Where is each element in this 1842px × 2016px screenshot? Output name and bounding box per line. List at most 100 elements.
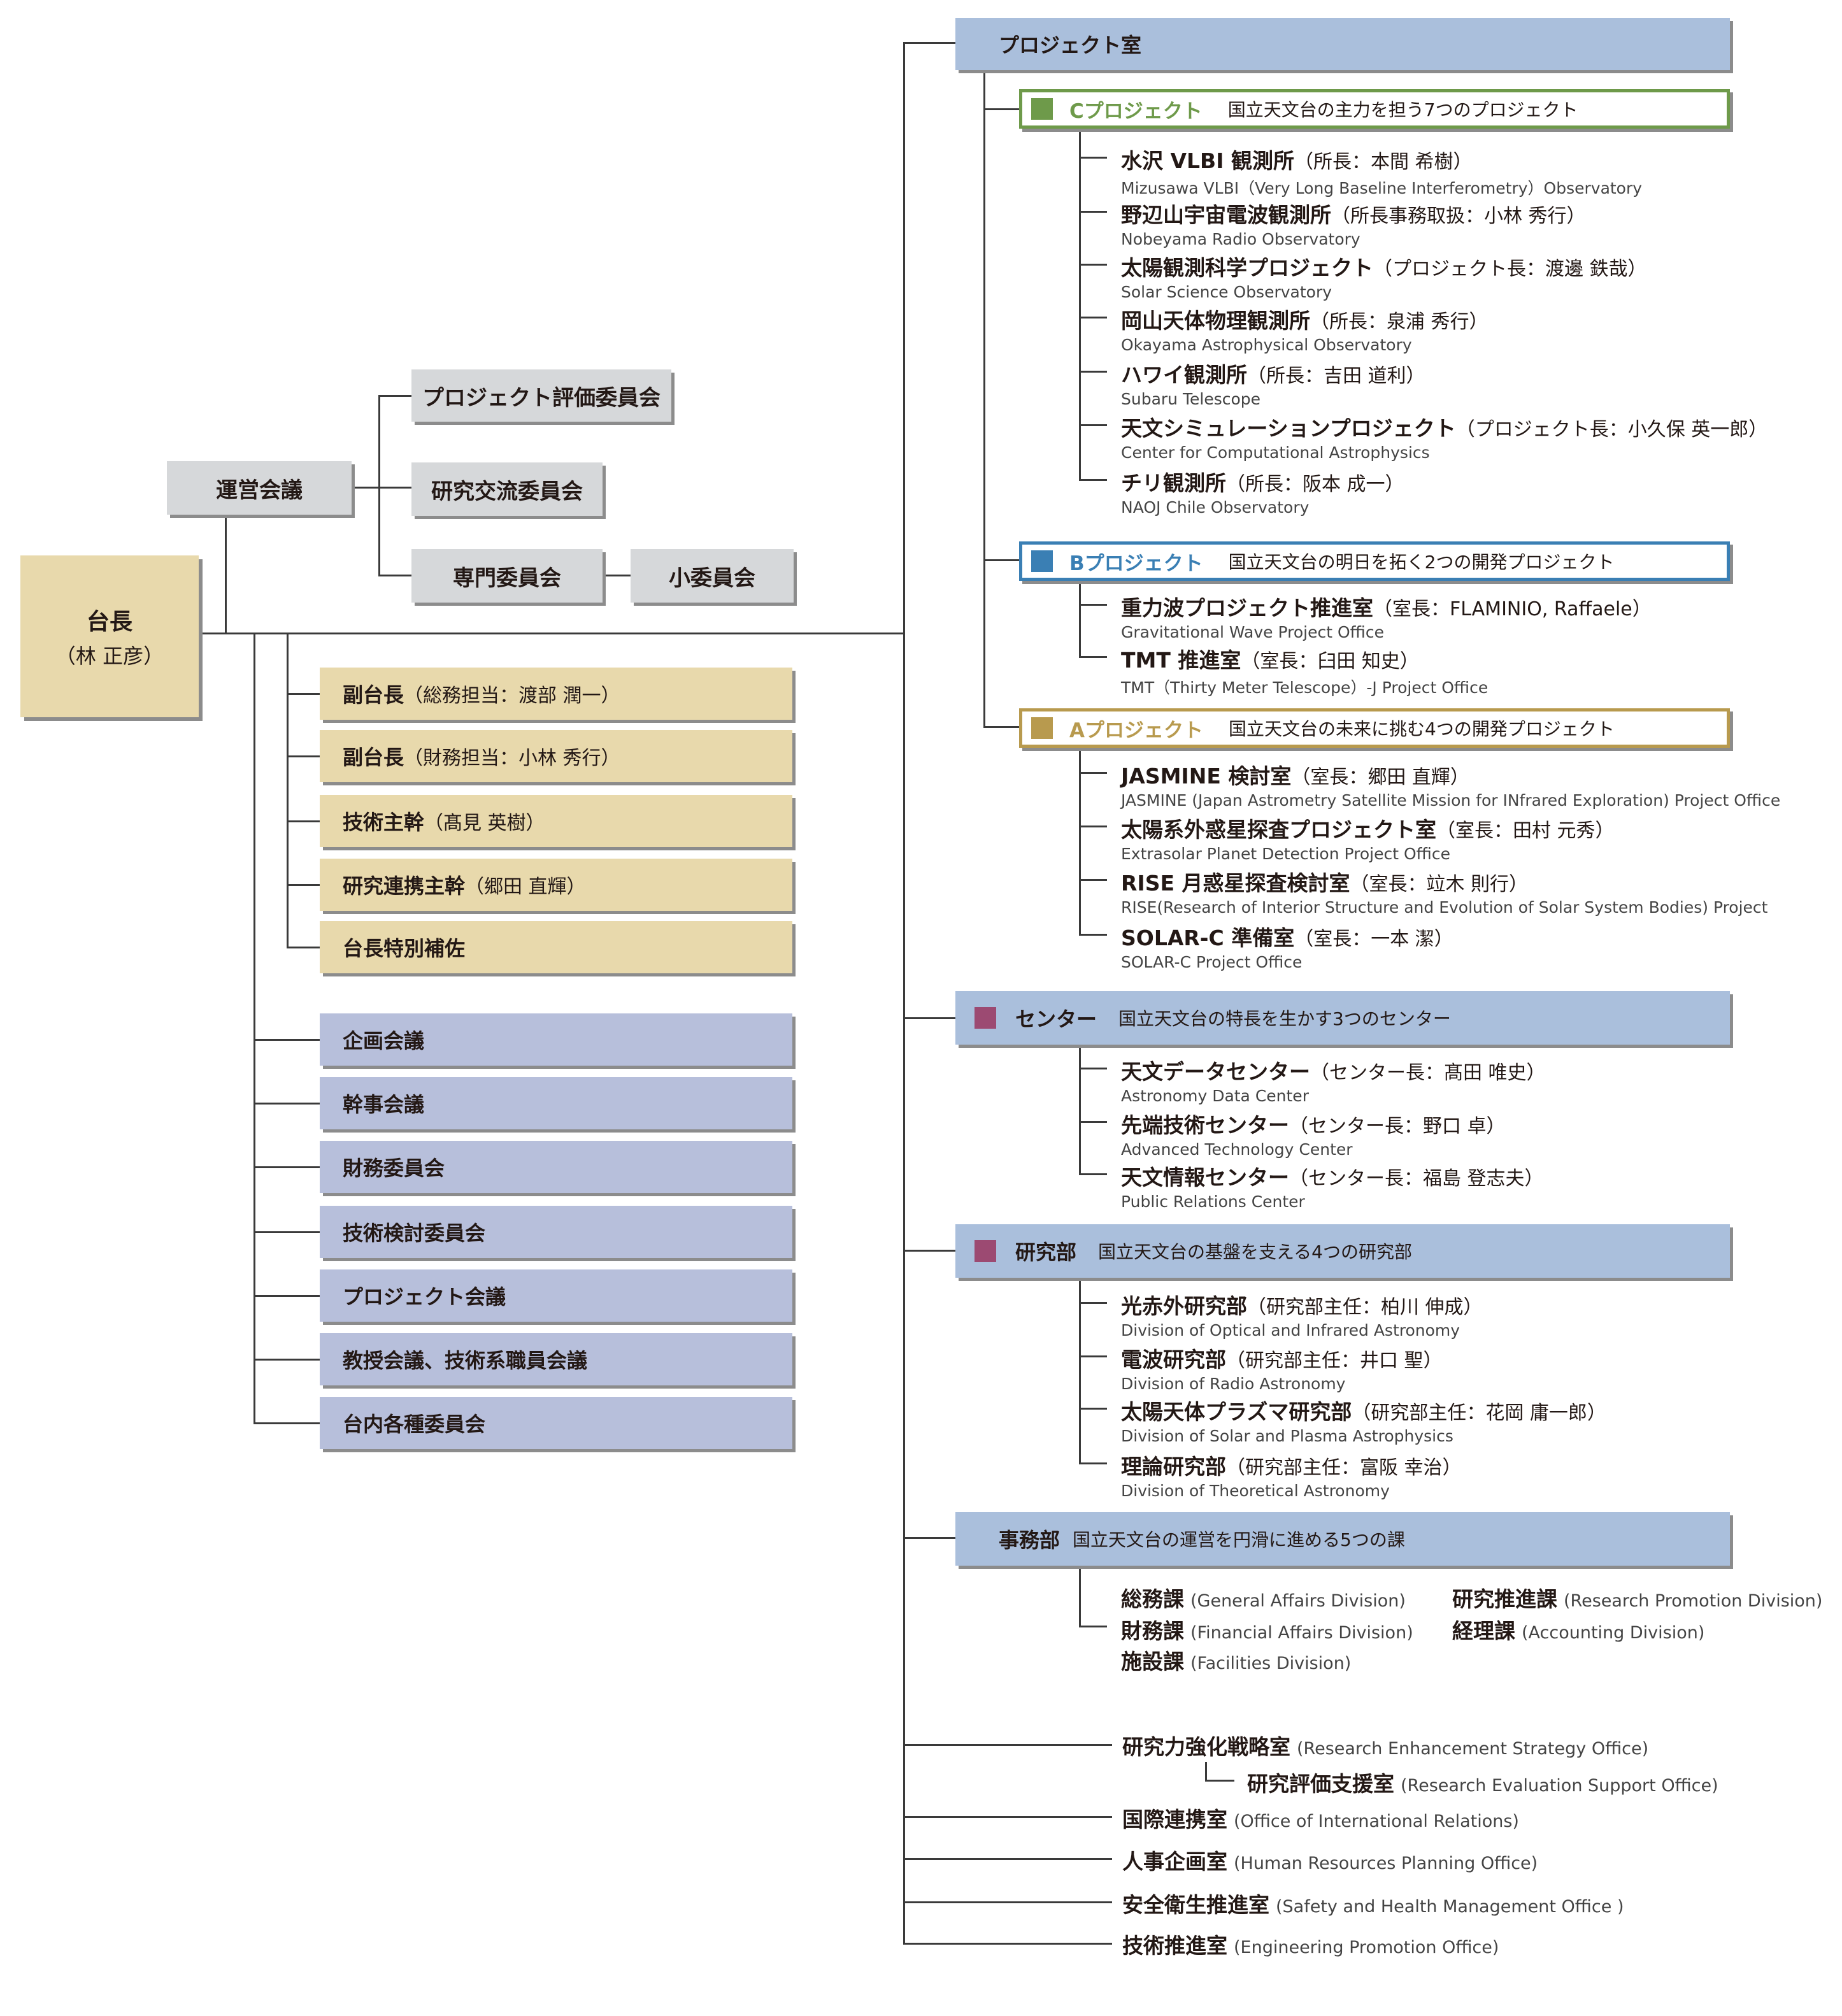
division-item[interactable]: 太陽天体プラズマ研究部（研究部主任：花岡 庸一郎）Division of Sol… [1121, 1395, 1606, 1445]
admin-item[interactable]: 財務課(Financial Affairs Division) [1121, 1614, 1413, 1645]
meeting-project[interactable]: プロジェクト会議 [320, 1269, 792, 1322]
c-project-header[interactable]: Cプロジェクト 国立天文台の主力を担う7つのプロジェクト [1019, 89, 1730, 129]
project-office-header[interactable]: プロジェクト室 [955, 18, 1730, 70]
center-item[interactable]: 天文情報センター（センター長：福島 登志夫）Public Relations C… [1121, 1161, 1544, 1211]
committee-sub[interactable]: 小委員会 [631, 549, 794, 603]
item-name: ハワイ観測所 [1121, 362, 1247, 387]
admin-item[interactable]: 研究推進課(Research Promotion Division) [1452, 1582, 1822, 1613]
item-head: （所長事務取扱：小林 秀行） [1331, 205, 1586, 227]
office-item[interactable]: 安全衛生推進室 (Safety and Health Management Off… [1122, 1888, 1624, 1919]
c-project-item[interactable]: チリ観測所（所長：阪本 成一）NAOJ Chile Observatory [1121, 466, 1404, 517]
item-head: （センター長：髙田 唯史） [1310, 1062, 1546, 1084]
meeting-label: 企画会議 [343, 1029, 425, 1053]
a-project-item[interactable]: JASMINE 検討室（室長：郷田 直輝）JASMINE (Japan Astr… [1121, 759, 1780, 810]
meeting-executive[interactable]: 幹事会議 [320, 1077, 792, 1129]
item-name: 天文データセンター [1121, 1059, 1310, 1084]
committee-label: 研究交流委員会 [431, 478, 583, 504]
c-project-desc: 国立天文台の主力を担う7つのプロジェクト [1227, 99, 1578, 120]
item-name: 技術推進室 [1122, 1933, 1227, 1958]
item-name: 総務課 [1121, 1587, 1184, 1612]
item-english: Division of Solar and Plasma Astrophysic… [1121, 1427, 1453, 1445]
council-box[interactable]: 運営会議 [167, 461, 352, 515]
item-english: Division of Optical and Infrared Astrono… [1121, 1321, 1460, 1340]
meeting-finance-committee[interactable]: 財務委員会 [320, 1141, 792, 1193]
deputy-general-affairs[interactable]: 副台長（総務担当：渡部 潤一） [320, 668, 792, 720]
meeting-label: 財務委員会 [343, 1156, 445, 1180]
item-english: (Office of International Relations) [1234, 1812, 1519, 1831]
admin-item[interactable]: 総務課(General Affairs Division) [1121, 1582, 1406, 1613]
c-project-item[interactable]: 太陽観測科学プロジェクト（プロジェクト長：渡邊 鉄哉）Solar Science… [1121, 251, 1647, 301]
director-general-box[interactable]: 台長 （林 正彦） [20, 555, 199, 717]
item-english: Center for Computational Astrophysics [1121, 443, 1430, 462]
office-item[interactable]: 研究評価支援室(Research Evaluation Support Offi… [1247, 1767, 1718, 1798]
meeting-label: 幹事会議 [343, 1092, 425, 1117]
division-item[interactable]: 電波研究部（研究部主任：井口 聖）Division of Radio Astro… [1121, 1343, 1443, 1393]
c-project-square-icon [1031, 98, 1053, 120]
item-english: Division of Radio Astronomy [1121, 1375, 1346, 1393]
division-item[interactable]: 光赤外研究部（研究部主任：柏川 伸成）Division of Optical a… [1121, 1289, 1483, 1340]
item-english: (Financial Affairs Division) [1190, 1623, 1413, 1643]
deputy-holder: （総務担当：渡部 潤一） [404, 685, 620, 707]
a-project-item[interactable]: RISE 月惑星探査検討室（室長：竝木 則行）RISE(Research of … [1121, 866, 1767, 917]
b-project-item[interactable]: 重力波プロジェクト推進室（室長：FLAMINIO, Raffaele）Gravi… [1121, 591, 1652, 641]
divisions-header[interactable]: 研究部 国立天文台の基盤を支える4つの研究部 [955, 1224, 1730, 1278]
item-english: (Research Promotion Division) [1564, 1591, 1823, 1611]
item-head: （室長：田村 元秀） [1436, 820, 1615, 842]
item-name: 先端技術センター [1121, 1113, 1289, 1138]
a-project-title: Aプロジェクト [1069, 718, 1203, 742]
c-project-item[interactable]: 水沢 VLBI 観測所（所長：本間 希樹）Mizusawa VLBI（Very … [1121, 144, 1642, 199]
item-english: NAOJ Chile Observatory [1121, 498, 1310, 517]
committee-project-evaluation[interactable]: プロジェクト評価委員会 [411, 369, 671, 422]
committee-research-exchange[interactable]: 研究交流委員会 [411, 462, 603, 516]
deputy-holder: （郷田 直輝） [465, 876, 586, 898]
a-project-item[interactable]: SOLAR-C 準備室（室長：一本 潔）SOLAR-C Project Offi… [1121, 921, 1453, 971]
director-general-title: 台長 [86, 609, 132, 635]
center-item[interactable]: 天文データセンター（センター長：髙田 唯史）Astronomy Data Cen… [1121, 1055, 1546, 1105]
c-project-item[interactable]: ハワイ観測所（所長：吉田 道利）Subaru Telescope [1121, 358, 1425, 408]
a-project-header[interactable]: Aプロジェクト 国立天文台の未来に挑む4つの開発プロジェクト [1019, 708, 1730, 748]
item-head: （所長：吉田 道利） [1247, 365, 1425, 387]
office-item[interactable]: 研究力強化戦略室(Research Enhancement Strategy O… [1122, 1730, 1648, 1761]
b-project-header[interactable]: Bプロジェクト 国立天文台の明日を拓く2つの開発プロジェクト [1019, 541, 1730, 581]
item-head: （センター長：福島 登志夫） [1289, 1168, 1544, 1190]
item-head: （研究部主任：井口 聖） [1226, 1350, 1443, 1372]
c-project-item[interactable]: 岡山天体物理観測所（所長：泉浦 秀行）Okayama Astrophysical… [1121, 304, 1489, 354]
deputy-financial-affairs[interactable]: 副台長（財務担当：小林 秀行） [320, 730, 792, 782]
item-english: (Safety and Health Management Office ) [1276, 1897, 1624, 1917]
item-head: （所長：本間 希樹） [1294, 151, 1473, 173]
centers-header[interactable]: センター 国立天文台の特長を生かす3つのセンター [955, 991, 1730, 1045]
technical-director[interactable]: 技術主幹（髙見 英樹） [320, 795, 792, 847]
c-project-item[interactable]: 天文シミュレーションプロジェクト（プロジェクト長：小久保 英一郎）Center … [1121, 411, 1767, 462]
item-name: 太陽系外惑星探査プロジェクト室 [1121, 817, 1436, 842]
c-project-item[interactable]: 野辺山宇宙電波観測所（所長事務取扱：小林 秀行） Nobeyama Radio O… [1121, 198, 1586, 248]
admin-header[interactable]: 事務部 国立天文台の運営を円滑に進める5つの課 [955, 1512, 1730, 1566]
committee-expert[interactable]: 専門委員会 [411, 549, 603, 603]
division-item[interactable]: 理論研究部（研究部主任：富阪 幸治）Division of Theoretica… [1121, 1450, 1462, 1500]
b-project-item[interactable]: TMT 推進室（室長：臼田 知史）TMT（Thirty Meter Telesc… [1121, 643, 1488, 698]
meeting-internal-committees[interactable]: 台内各種委員会 [320, 1397, 792, 1449]
item-name: 人事企画室 [1122, 1849, 1227, 1874]
admin-item[interactable]: 経理課(Accounting Division) [1452, 1614, 1704, 1645]
item-english: (Facilities Division) [1190, 1654, 1352, 1673]
admin-item[interactable]: 施設課(Facilities Division) [1121, 1645, 1351, 1675]
a-project-item[interactable]: 太陽系外惑星探査プロジェクト室（室長：田村 元秀）Extrasolar Plan… [1121, 813, 1615, 863]
office-item[interactable]: 国際連携室(Office of International Relations) [1122, 1803, 1519, 1833]
office-item[interactable]: 技術推進室(Engineering Promotion Office) [1122, 1929, 1499, 1959]
item-name: 安全衛生推進室 [1122, 1892, 1269, 1917]
committee-label: 小委員会 [669, 565, 755, 591]
meeting-faculty-staff[interactable]: 教授会議、技術系職員会議 [320, 1333, 792, 1385]
divisions-title: 研究部 [1015, 1240, 1077, 1264]
item-head: （研究部主任：柏川 伸成） [1247, 1296, 1483, 1319]
meeting-planning[interactable]: 企画会議 [320, 1013, 792, 1066]
item-english: Public Relations Center [1121, 1192, 1305, 1211]
b-project-square-icon [1031, 550, 1053, 572]
meeting-label: 技術検討委員会 [343, 1221, 486, 1245]
center-item[interactable]: 先端技術センター（センター長：野口 卓）Advanced Technology … [1121, 1108, 1506, 1159]
item-name: 野辺山宇宙電波観測所 [1121, 203, 1331, 227]
research-coordination-director[interactable]: 研究連携主幹（郷田 直輝） [320, 859, 792, 911]
item-name: RISE 月惑星探査検討室 [1121, 871, 1350, 896]
item-english: Nobeyama Radio Observatory [1121, 230, 1360, 248]
meeting-technical-review[interactable]: 技術検討委員会 [320, 1206, 792, 1258]
office-item[interactable]: 人事企画室(Human Resources Planning Office) [1122, 1845, 1538, 1875]
special-assistant[interactable]: 台長特別補佐 [320, 921, 792, 973]
